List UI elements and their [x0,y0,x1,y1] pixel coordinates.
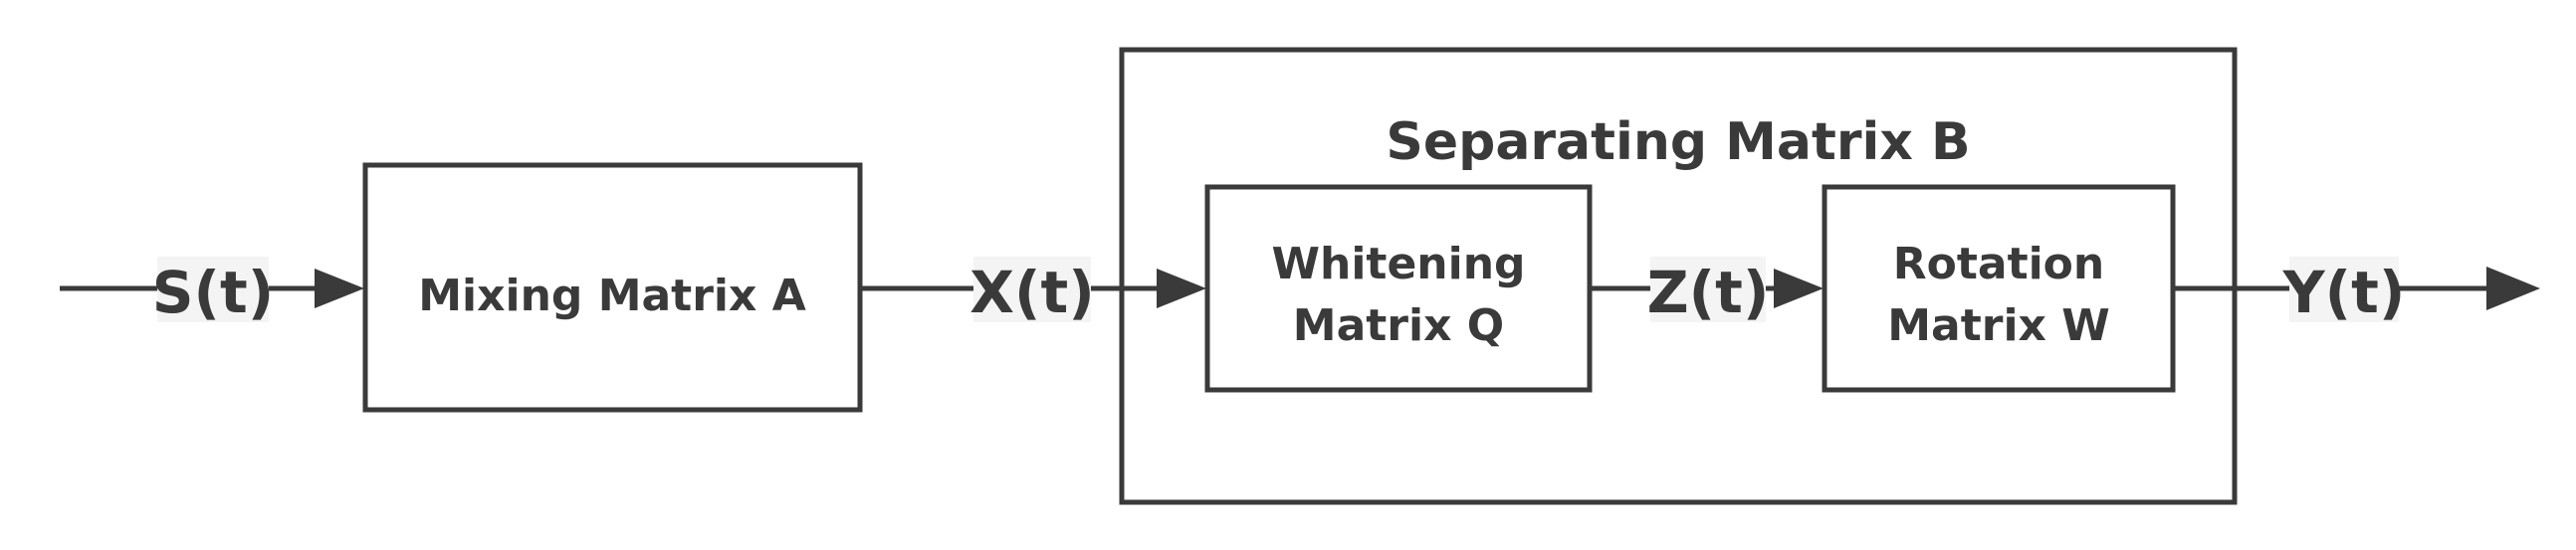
rotation-matrix-label-line1: Rotation [1893,239,2105,289]
whitening-matrix-label-line1: Whitening [1271,239,1525,289]
signal-x-label-bg [973,257,1091,322]
arrowhead-into-rotation [1774,269,1824,308]
signal-z-label-bg [1650,257,1766,322]
signal-s-label: S(t) [152,259,275,326]
arrowhead-into-mixing [315,269,364,308]
mixing-matrix-box[interactable] [362,162,863,413]
mixing-matrix-label: Mixing Matrix A [418,271,806,321]
separating-matrix-title: Separating Matrix B [1386,112,1970,172]
signal-y-label-bg [2289,257,2399,322]
signal-y-label: Y(t) [2282,259,2406,326]
rotation-matrix-label-line2: Matrix W [1887,300,2110,351]
arrowhead-into-whitening [1157,269,1206,308]
signal-x-label: X(t) [969,259,1094,326]
arrowhead-output [2486,267,2540,310]
whitening-matrix-box[interactable] [1204,184,1593,393]
signal-z-label: Z(t) [1647,259,1770,326]
whitening-matrix-label-line2: Matrix Q [1293,300,1504,351]
signal-s-label-bg [157,257,269,322]
